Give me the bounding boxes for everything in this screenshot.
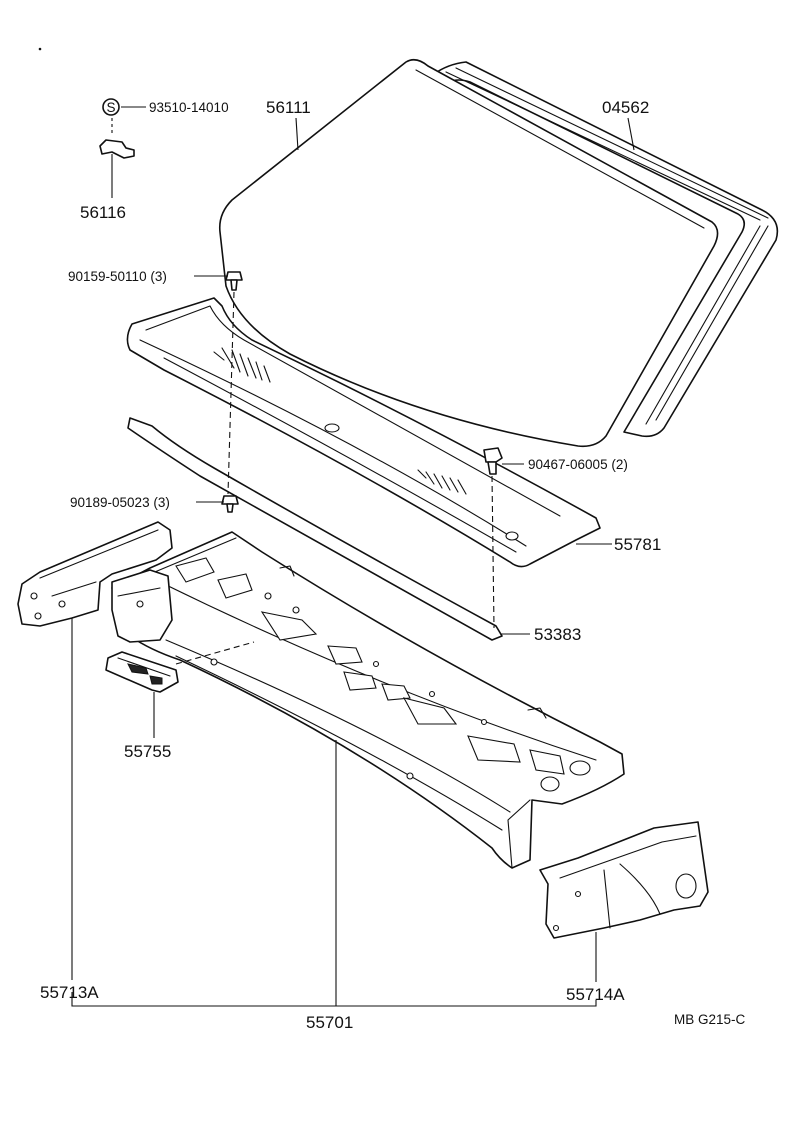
- clip-bracket: [99, 139, 135, 159]
- label-side-panel-right: 55714A: [566, 985, 625, 1004]
- label-seal: 53383: [534, 625, 581, 644]
- assembly-line-bracket: [175, 641, 255, 665]
- label-cowl-panel: 55701: [306, 1013, 353, 1032]
- drawing-reference: MB G215-C: [674, 1012, 746, 1027]
- label-screw-upper: 90159-50110 (3): [68, 269, 167, 284]
- windshield-molding: [433, 61, 779, 438]
- assembly-line-screw: [227, 291, 235, 495]
- s-symbol-label: S: [106, 100, 115, 115]
- louver-vents-right: [417, 469, 467, 495]
- cowl-seal: [127, 417, 503, 641]
- label-side-panel-left: 55713A: [40, 983, 99, 1002]
- small-bracket: [105, 651, 179, 693]
- assembly-line-clip: [491, 475, 495, 629]
- label-cowl-louver: 55781: [614, 535, 661, 554]
- side-panel-left: [17, 521, 173, 643]
- label-clip-nut: 93510-14010: [149, 100, 229, 115]
- clip-right: [483, 447, 503, 475]
- side-panel-right: [539, 821, 709, 939]
- windshield-glass: [218, 58, 719, 448]
- label-molding: 04562: [602, 98, 649, 117]
- label-screw-lower: 90189-05023 (3): [70, 495, 170, 510]
- cowl-openings: [175, 557, 591, 792]
- stray-dot: [38, 47, 42, 51]
- label-clip-bracket: 56116: [80, 203, 126, 222]
- cowl-louver: [126, 297, 601, 568]
- label-clip-right: 90467-06005 (2): [528, 457, 628, 472]
- label-small-bracket: 55755: [124, 742, 171, 761]
- clip-nut-s-symbol: S: [102, 98, 120, 116]
- leader-lines: [71, 106, 635, 1007]
- label-windshield: 56111: [266, 98, 311, 117]
- cowl-top-panel: [111, 531, 625, 869]
- screw-upper: [225, 271, 243, 291]
- screw-lower: [221, 495, 239, 513]
